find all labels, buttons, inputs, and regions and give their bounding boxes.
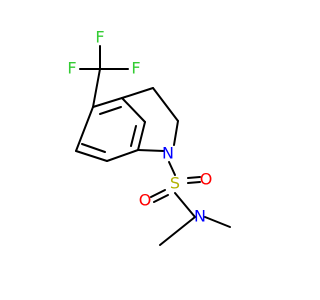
bond-s-o1-b — [153, 194, 169, 203]
bond-c5-c6-inner — [81, 143, 106, 153]
atom-o1: O — [139, 191, 152, 210]
bond-c5-c6 — [75, 150, 108, 162]
bond-c3-c4 — [137, 121, 146, 151]
bond-s-o2-b — [187, 181, 201, 184]
bond-s-o2-a — [187, 176, 201, 179]
atom-n-ring: N — [162, 144, 174, 163]
bond-n2-me1 — [159, 216, 196, 246]
bond-c1-c2-inner — [99, 106, 122, 115]
atom-s: S — [170, 174, 180, 193]
bond-c1-c2 — [92, 97, 123, 108]
bond-s-n2 — [174, 192, 196, 218]
bond-c6-c1 — [75, 106, 94, 152]
bond-c4-c5 — [106, 149, 139, 162]
bonds — [75, 45, 231, 246]
bond-s-o1-a — [150, 189, 166, 198]
bond-c8-n1 — [173, 120, 179, 146]
atom-f2: F — [67, 59, 76, 78]
bond-c2-c3 — [121, 97, 146, 123]
bond-n1-s — [168, 161, 176, 176]
bond-n1-c4 — [137, 149, 165, 152]
bond-c2-c7 — [121, 87, 154, 99]
bond-n2-me2 — [204, 216, 231, 228]
atom-o2: O — [200, 170, 213, 189]
bond-c1-cf3 — [92, 68, 101, 108]
molecule-structure: F F F N S O O N — [67, 28, 231, 246]
bond-c3-c4-inner — [130, 125, 137, 147]
atom-n-amide: N — [194, 207, 206, 226]
molecule-canvas: F F F N S O O N — [67, 27, 231, 246]
atom-f3: F — [131, 59, 140, 78]
atom-f1: F — [95, 28, 104, 47]
bond-c7-c8 — [152, 87, 179, 122]
